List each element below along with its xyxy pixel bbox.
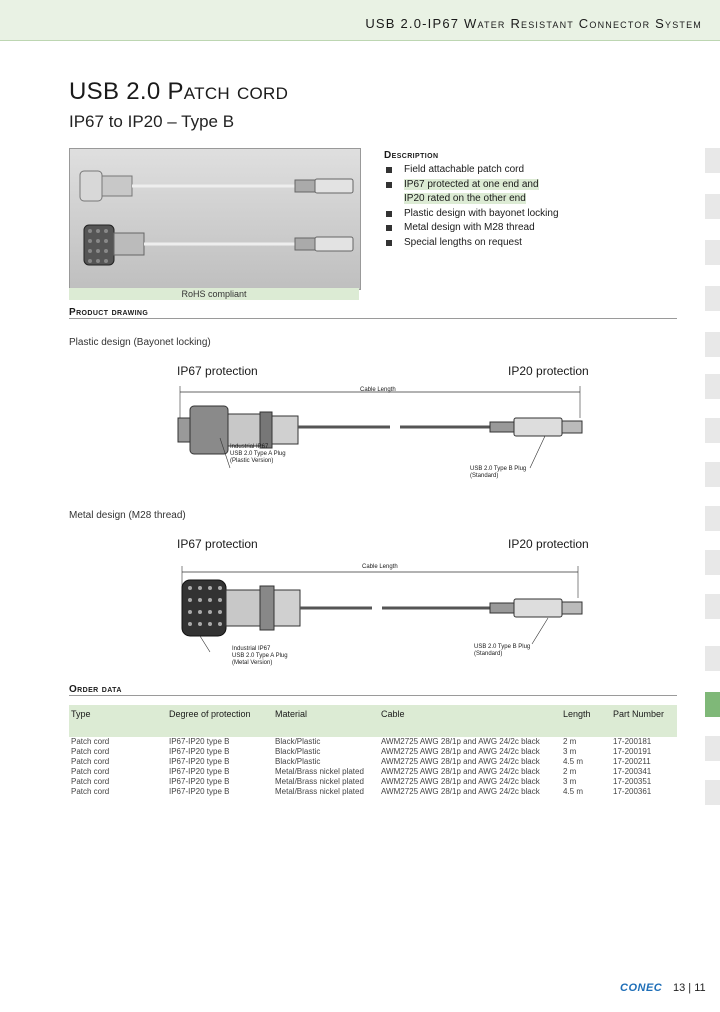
metal-drawing bbox=[181, 566, 583, 653]
product-photo-image bbox=[79, 170, 354, 266]
plastic-plug-b-label: USB 2.0 Type B Plug (Standard) bbox=[470, 466, 527, 479]
bullet-icon bbox=[386, 181, 392, 188]
description-item: IP20 rated on the other end bbox=[404, 193, 526, 204]
section-divider bbox=[69, 318, 677, 319]
description-list: Field attachable patch cord IP67 protect… bbox=[384, 163, 559, 250]
description-item: Special lengths on request bbox=[384, 236, 559, 251]
description-item: Metal design with M28 thread bbox=[384, 221, 559, 236]
metal-plug-b-label: USB 2.0 Type B Plug (Standard) bbox=[474, 644, 531, 657]
plastic-plug-a-label: Industrial IP67 USB 2.0 Type A Plug (Pla… bbox=[230, 444, 286, 464]
side-tab-active[interactable] bbox=[705, 692, 720, 717]
side-tab[interactable] bbox=[705, 418, 720, 443]
column-header: Material bbox=[273, 705, 379, 737]
plastic-ip20-label: IP20 protection bbox=[508, 364, 589, 378]
description-item: IP67 protected at one end and bbox=[384, 178, 559, 193]
side-tab[interactable] bbox=[705, 148, 720, 173]
column-header: Length bbox=[561, 705, 611, 737]
metal-cable-length: Cable Length bbox=[362, 564, 398, 570]
side-tab[interactable] bbox=[705, 286, 720, 311]
header-bar bbox=[0, 0, 720, 41]
page-subtitle: IP67 to IP20 – Type B bbox=[69, 112, 235, 131]
page-title: USB 2.0 Patch cord bbox=[69, 78, 289, 105]
side-tab[interactable] bbox=[705, 462, 720, 487]
section-divider bbox=[69, 695, 677, 696]
side-tab[interactable] bbox=[705, 194, 720, 219]
table-header-row: Type Degree of protection Material Cable… bbox=[69, 705, 677, 737]
side-tab[interactable] bbox=[705, 332, 720, 357]
side-tab[interactable] bbox=[705, 240, 720, 265]
side-tab[interactable] bbox=[705, 506, 720, 531]
drawing-heading: Product drawing bbox=[69, 307, 149, 318]
plastic-caption: Plastic design (Bayonet locking) bbox=[69, 337, 211, 348]
page-number: 13 | 11 bbox=[673, 982, 706, 994]
column-header: Degree of protection bbox=[167, 705, 273, 737]
plastic-cable-length: Cable Length bbox=[360, 387, 396, 393]
side-tab[interactable] bbox=[705, 780, 720, 805]
description-heading: Description bbox=[384, 150, 439, 161]
column-header: Type bbox=[69, 705, 167, 737]
plastic-drawing bbox=[177, 386, 583, 469]
metal-ip20-label: IP20 protection bbox=[508, 537, 589, 551]
photo-caption: RoHS compliant bbox=[69, 288, 359, 300]
side-tab[interactable] bbox=[705, 646, 720, 671]
column-header: Part Number bbox=[611, 705, 677, 737]
plastic-ip67-label: IP67 protection bbox=[177, 364, 258, 378]
side-tab[interactable] bbox=[705, 550, 720, 575]
bullet-icon bbox=[386, 225, 392, 231]
side-tab[interactable] bbox=[705, 374, 720, 399]
description-item: Field attachable patch cord bbox=[384, 163, 559, 178]
order-table: Type Degree of protection Material Cable… bbox=[69, 705, 677, 797]
conec-logo: CONEC bbox=[620, 982, 663, 994]
product-photo bbox=[69, 148, 361, 290]
column-header: Cable bbox=[379, 705, 561, 737]
side-tab[interactable] bbox=[705, 594, 720, 619]
description-item: Plastic design with bayonet locking bbox=[384, 207, 559, 222]
side-tab[interactable] bbox=[705, 736, 720, 761]
header-title: USB 2.0-IP67 Water Resistant Connector S… bbox=[365, 16, 702, 31]
bullet-icon bbox=[386, 239, 392, 246]
metal-caption: Metal design (M28 thread) bbox=[69, 510, 186, 521]
metal-plug-a-label: Industrial IP67 USB 2.0 Type A Plug (Met… bbox=[232, 646, 288, 666]
bullet-icon bbox=[386, 210, 392, 217]
metal-ip67-label: IP67 protection bbox=[177, 537, 258, 551]
order-heading: Order data bbox=[69, 684, 122, 695]
bullet-icon bbox=[386, 167, 392, 173]
